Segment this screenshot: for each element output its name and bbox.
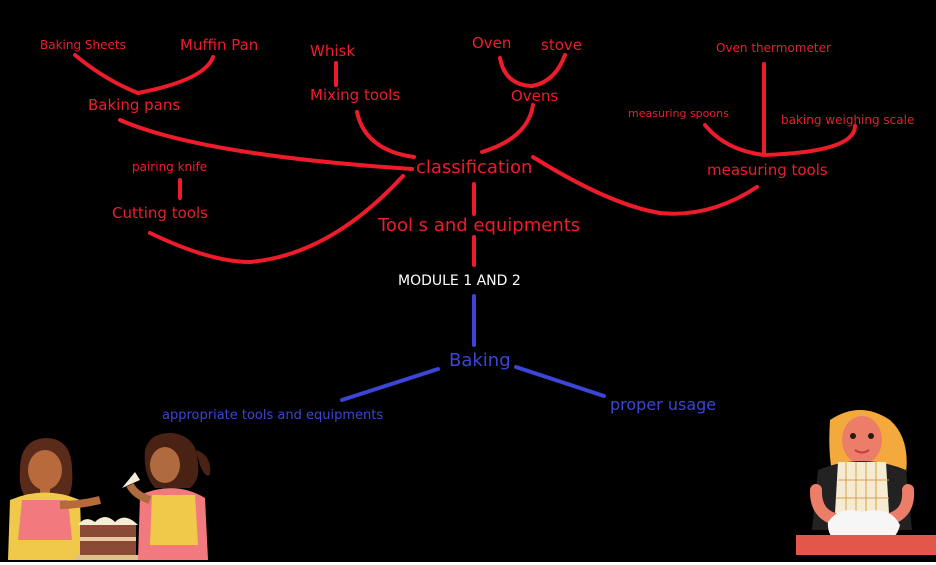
connector-stove [530,53,567,88]
node-classification: classification [416,157,533,178]
girl-kneading-dough-illustration [796,410,936,555]
node-appropriate-tools: appropriate tools and equipments [162,408,384,423]
connector-measuring-spoons [703,123,766,157]
node-measuring-tools: measuring tools [707,161,828,179]
node-ovens: Ovens [511,87,559,105]
connector-baking-pans-classification [118,118,414,171]
node-module: MODULE 1 AND 2 [398,273,521,289]
connector-baking-sheets [73,53,140,95]
node-mixing-tools: Mixing tools [310,86,401,104]
node-baking: Baking [449,350,511,371]
node-stove: stove [541,36,582,54]
connector-muffin-pan [136,55,215,95]
node-baking-weighing-scale: baking weighing scale [781,113,915,127]
node-whisk: Whisk [310,42,356,60]
node-cutting-tools: Cutting tools [112,204,208,222]
node-muffin-pan: Muffin Pan [180,36,259,54]
connector-baking-appropriate [340,367,440,402]
connector-cutting-classification [148,174,405,265]
node-baking-pans: Baking pans [88,96,181,114]
connector-ovens [480,103,535,154]
node-measuring-spoons: measuring spoons [628,107,729,120]
node-pairing-knife: pairing knife [132,160,208,174]
node-proper-usage: proper usage [610,395,717,414]
connector-baking-proper [514,365,606,398]
node-tools-and-equipments: Tool s and equipments [378,215,581,236]
connector-weighing-scale [762,124,857,157]
connector-mixing-tools [355,110,416,159]
two-girls-decorating-cake-illustration [8,432,211,560]
node-baking-sheets: Baking Sheets [40,38,126,52]
connector-oven [498,56,534,88]
node-oven: Oven [472,34,512,52]
node-oven-thermometer: Oven thermometer [716,41,831,55]
connector-measuring-classification [531,155,759,216]
bottom-border [0,562,936,565]
